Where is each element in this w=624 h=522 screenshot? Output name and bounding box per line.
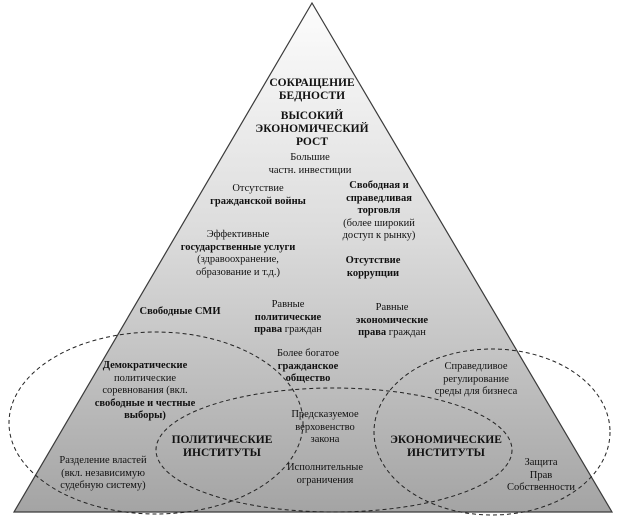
no-corruption-label: Отсутствие коррупции (345, 255, 401, 279)
public-services-label: Эффективные государственные услуги (здра… (180, 229, 296, 278)
civil-society-label: Более богатое гражданское общество (276, 348, 340, 384)
equal-political-rights-label: Равные политические права граждан (254, 299, 322, 335)
private-investment-label: Большие частн. инвестиции (268, 152, 352, 176)
central-institutions-ellipse (155, 387, 513, 513)
free-fair-trade-label: Свободная и справедливая торговля (более… (342, 180, 416, 241)
economic-institutions-label: ЭКОНОМИЧЕСКИЕ ИНСТИТУТЫ (390, 434, 502, 459)
equal-economic-rights-label: Равные экономические права граждан (355, 302, 429, 338)
economic-growth-label: ВЫСОКИЙ ЭКОНОМИЧЕСКИЙ РОСТ (255, 110, 369, 148)
political-institutions-ellipse (8, 331, 304, 515)
separation-of-powers-label: Разделение властей (вкл. независимую суд… (59, 455, 147, 491)
property-rights-label: Защита Прав Собственности (506, 457, 576, 493)
no-civil-war-label: Отсутствие гражданской войны (210, 183, 306, 207)
free-media-label: Свободные СМИ (139, 306, 221, 317)
executive-constraints-label: Исполнительные ограничения (286, 462, 364, 486)
business-regulation-label: Справедливое регулирование среды для биз… (434, 361, 518, 397)
rule-of-law-label: Предсказуемое верховенство закона (291, 409, 359, 445)
democratic-competition-label: Демократические политические соревновани… (94, 360, 196, 421)
poverty-reduction-label: СОКРАЩЕНИЕ БЕДНОСТИ (269, 77, 355, 102)
political-institutions-label: ПОЛИТИЧЕСКИЕ ИНСТИТУТЫ (171, 434, 273, 459)
economic-institutions-ellipse (373, 348, 611, 516)
